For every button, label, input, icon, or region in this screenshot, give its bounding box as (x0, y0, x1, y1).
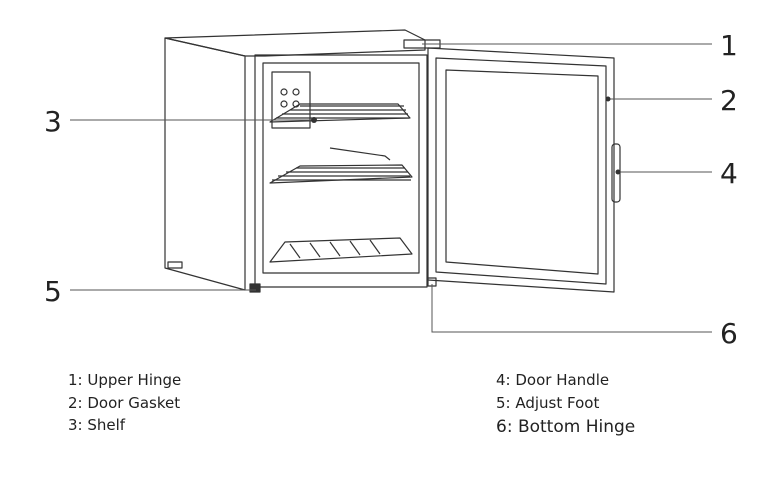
control-dot (292, 88, 300, 96)
callout-4: 4 (720, 157, 738, 190)
floor-grille (269, 237, 413, 263)
thermostat-panel (271, 71, 311, 129)
legend-item-upper-hinge: 1: Upper Hinge (68, 371, 182, 389)
lower-shelf (269, 147, 413, 184)
legend-item-door-handle: 4: Door Handle (496, 371, 610, 389)
callout-3: 3 (44, 105, 62, 138)
control-dot (280, 100, 288, 108)
adjust-foot (249, 283, 261, 293)
legend-item-door-gasket: 2: Door Gasket (68, 394, 181, 412)
cabinet-front-frame (254, 54, 428, 288)
cabinet-inner-opening (262, 62, 420, 274)
legend-item-shelf: 3: Shelf (68, 416, 126, 434)
door-panel (427, 47, 615, 293)
leader-dot (605, 96, 611, 102)
control-dot (280, 88, 288, 96)
callout-1: 1 (720, 29, 738, 62)
legend-item-bottom-hinge: 6: Bottom Hinge (496, 417, 636, 437)
cabinet-top (164, 29, 426, 57)
leader-dot (311, 117, 317, 123)
legend-item-adjust-foot: 5: Adjust Foot (496, 394, 600, 412)
leader-dot (615, 169, 621, 175)
callout-5: 5 (44, 275, 62, 308)
leader-line-6 (431, 284, 712, 333)
door-gasket (435, 57, 607, 285)
door-glass (445, 69, 599, 275)
shelf-bracket (329, 147, 391, 161)
upper-shelf (269, 103, 411, 123)
callout-2: 2 (720, 84, 738, 117)
adjust-foot-rear (167, 261, 183, 269)
callout-6: 6 (720, 317, 738, 350)
cabinet-side (164, 37, 246, 291)
